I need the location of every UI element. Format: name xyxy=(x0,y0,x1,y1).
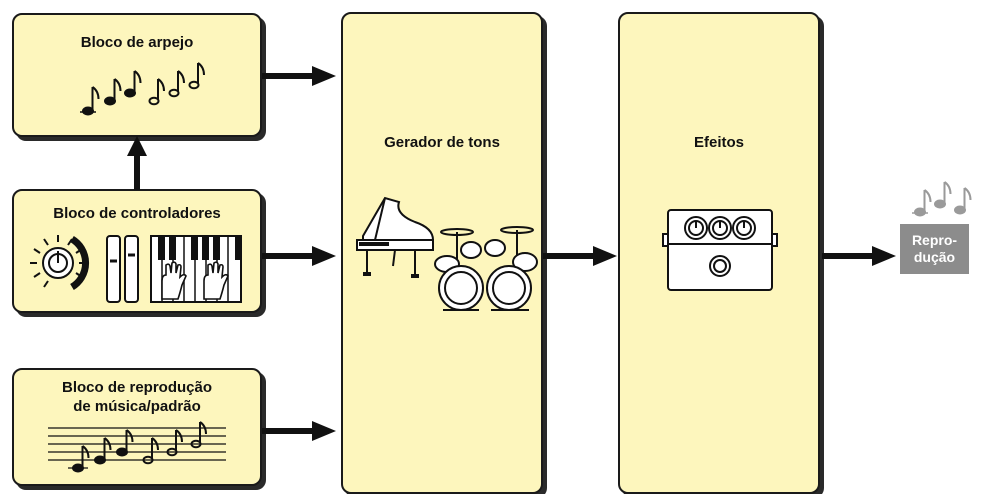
knob-icon xyxy=(30,235,90,290)
arrow-tone-generator-to-effects xyxy=(543,246,617,266)
output-label-line2: dução xyxy=(913,249,956,265)
tone-generator-block: Gerador de tons xyxy=(341,12,543,494)
controller-block: Bloco de controladores xyxy=(12,189,262,313)
tone-generator-title: Gerador de tons xyxy=(384,134,500,151)
effects-title: Efeitos xyxy=(693,134,744,151)
arrow-arpeggio-to-tone-generator xyxy=(262,66,336,86)
grand-piano-icon xyxy=(356,196,434,278)
arpeggio-block: Bloco de arpejo xyxy=(12,13,262,137)
output-notes-icon xyxy=(912,181,972,217)
arrow-song-to-tone-generator xyxy=(262,421,336,441)
arpeggio-notes-icon xyxy=(80,62,205,116)
keyboard-hands-icon xyxy=(150,235,242,303)
arrow-effects-to-output xyxy=(822,246,896,266)
arpeggio-block-title: Bloco de arpejo xyxy=(80,34,194,51)
song-pattern-block: Bloco de reprodução de música/padrão xyxy=(12,368,262,486)
controller-block-title: Bloco de controladores xyxy=(53,205,221,222)
arrow-controller-to-tone-generator xyxy=(262,246,336,266)
song-pattern-block-title-line2: de música/padrão xyxy=(73,398,201,415)
output-label-line1: Repro- xyxy=(911,232,958,248)
music-staff-notes-icon xyxy=(48,421,226,473)
arrow-controller-to-arpeggio xyxy=(127,136,147,190)
drum-kit-icon xyxy=(434,226,538,311)
output-playback-label: Repro- dução xyxy=(900,224,969,274)
pitch-mod-wheels-icon xyxy=(106,235,139,303)
effects-pedal-icon xyxy=(662,209,778,291)
song-pattern-block-title-line1: Bloco de reprodução xyxy=(61,379,213,396)
effects-block: Efeitos xyxy=(618,12,820,494)
